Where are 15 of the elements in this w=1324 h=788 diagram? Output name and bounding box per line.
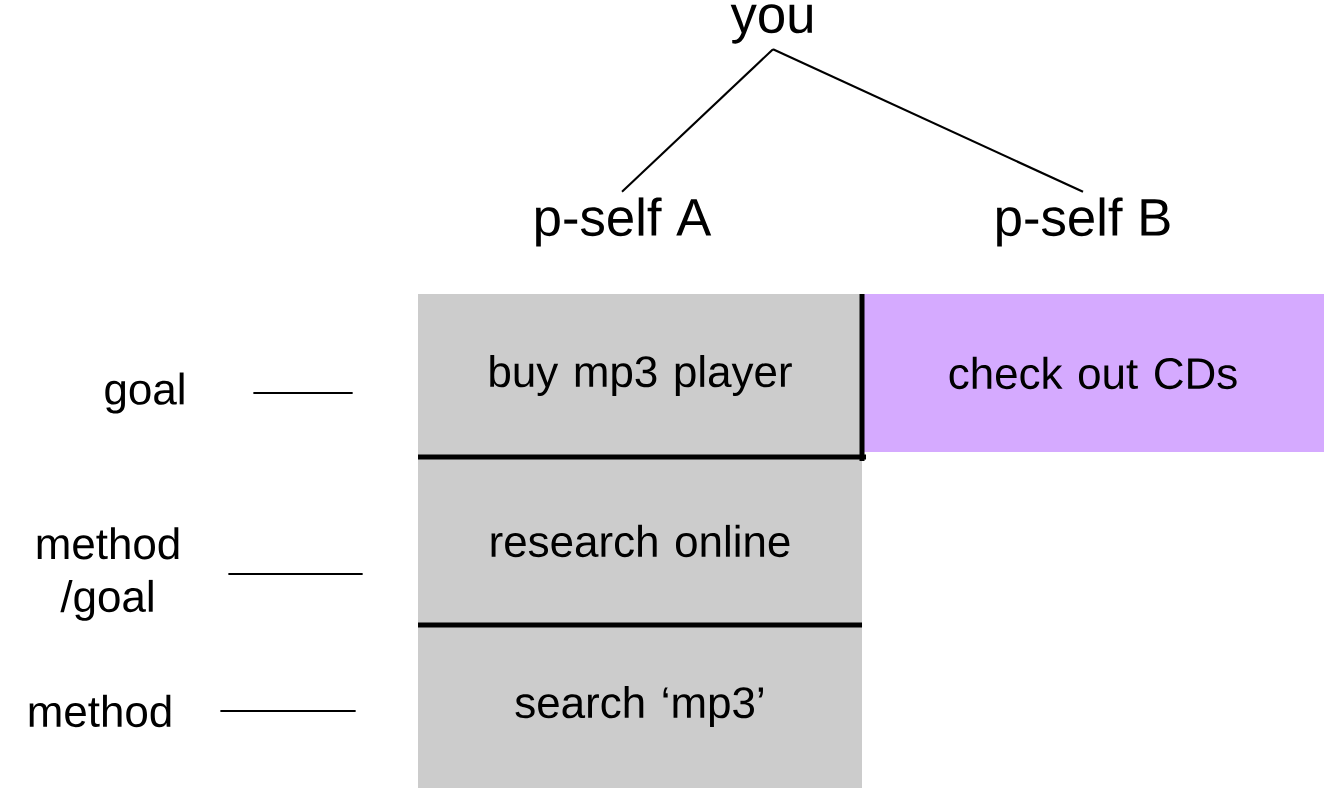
leader-line: [253, 391, 353, 395]
tree-label: p-self A: [536, 197, 712, 247]
level-label: goal: [105, 372, 184, 414]
goal-box: research online: [418, 457, 862, 625]
level-label: method /goal: [37, 527, 179, 621]
goal-box: check out CDs: [862, 294, 1324, 452]
goal-box: search ‘mp3’: [418, 625, 862, 788]
level-label: method: [29, 694, 171, 728]
goal-box: buy mp3 player: [418, 294, 862, 457]
leader-line: [228, 572, 363, 576]
tree-line: [772, 48, 1084, 193]
leader-line: [220, 709, 356, 713]
tree-label: you: [730, 4, 812, 44]
tree-line: [621, 48, 774, 193]
tree-label: p-self B: [997, 197, 1170, 247]
